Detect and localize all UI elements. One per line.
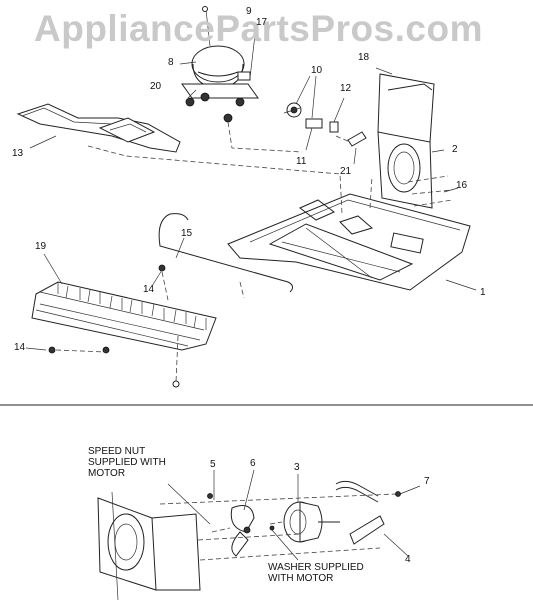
callout-7: 7 xyxy=(424,476,430,487)
callout-5: 5 xyxy=(210,459,216,470)
callout-18: 18 xyxy=(358,52,370,63)
speed-nut-note: SPEED NUT SUPPLIED WITH MOTOR xyxy=(88,446,166,479)
callout-16: 16 xyxy=(456,180,468,191)
fan-blade xyxy=(230,505,255,557)
callout-4: 4 xyxy=(405,554,411,565)
callout-6: 6 xyxy=(250,458,256,469)
drain-tube xyxy=(347,131,367,147)
callout-14: 14 xyxy=(14,342,26,353)
callout-15: 15 xyxy=(181,228,193,239)
callout-17: 17 xyxy=(256,17,268,28)
assembly-lines-upper xyxy=(55,121,453,383)
callout-20: 20 xyxy=(150,81,162,92)
callout-8: 8 xyxy=(168,57,174,68)
relay-assembly xyxy=(283,102,339,133)
drain-pan xyxy=(16,103,181,153)
callout-14: 14 xyxy=(143,284,155,295)
compressor xyxy=(181,6,259,123)
fan-shroud xyxy=(377,73,435,209)
callout-2: 2 xyxy=(452,144,458,155)
lower-fan-shroud xyxy=(97,491,201,600)
callout-leaders xyxy=(25,25,477,351)
callout-3: 3 xyxy=(294,462,300,473)
callout-9: 9 xyxy=(246,6,252,17)
machine-compartment-base xyxy=(227,193,471,291)
callout-11: 11 xyxy=(296,156,307,167)
fan-motor xyxy=(283,480,385,545)
condenser-tube xyxy=(158,213,294,293)
assembly-lines-lower xyxy=(159,493,397,561)
callout-10: 10 xyxy=(311,65,323,76)
callout-19: 19 xyxy=(35,241,47,252)
washer-note: WASHER SUPPLIED WITH MOTOR xyxy=(268,562,364,584)
site-watermark: AppliancePartsPros.com xyxy=(34,8,483,49)
callout-21: 21 xyxy=(340,166,352,177)
callout-13: 13 xyxy=(12,148,24,159)
condenser-coil xyxy=(31,264,217,388)
callout-1: 1 xyxy=(480,287,486,298)
callout-leaders-lower xyxy=(167,469,421,561)
callout-12: 12 xyxy=(340,83,352,94)
